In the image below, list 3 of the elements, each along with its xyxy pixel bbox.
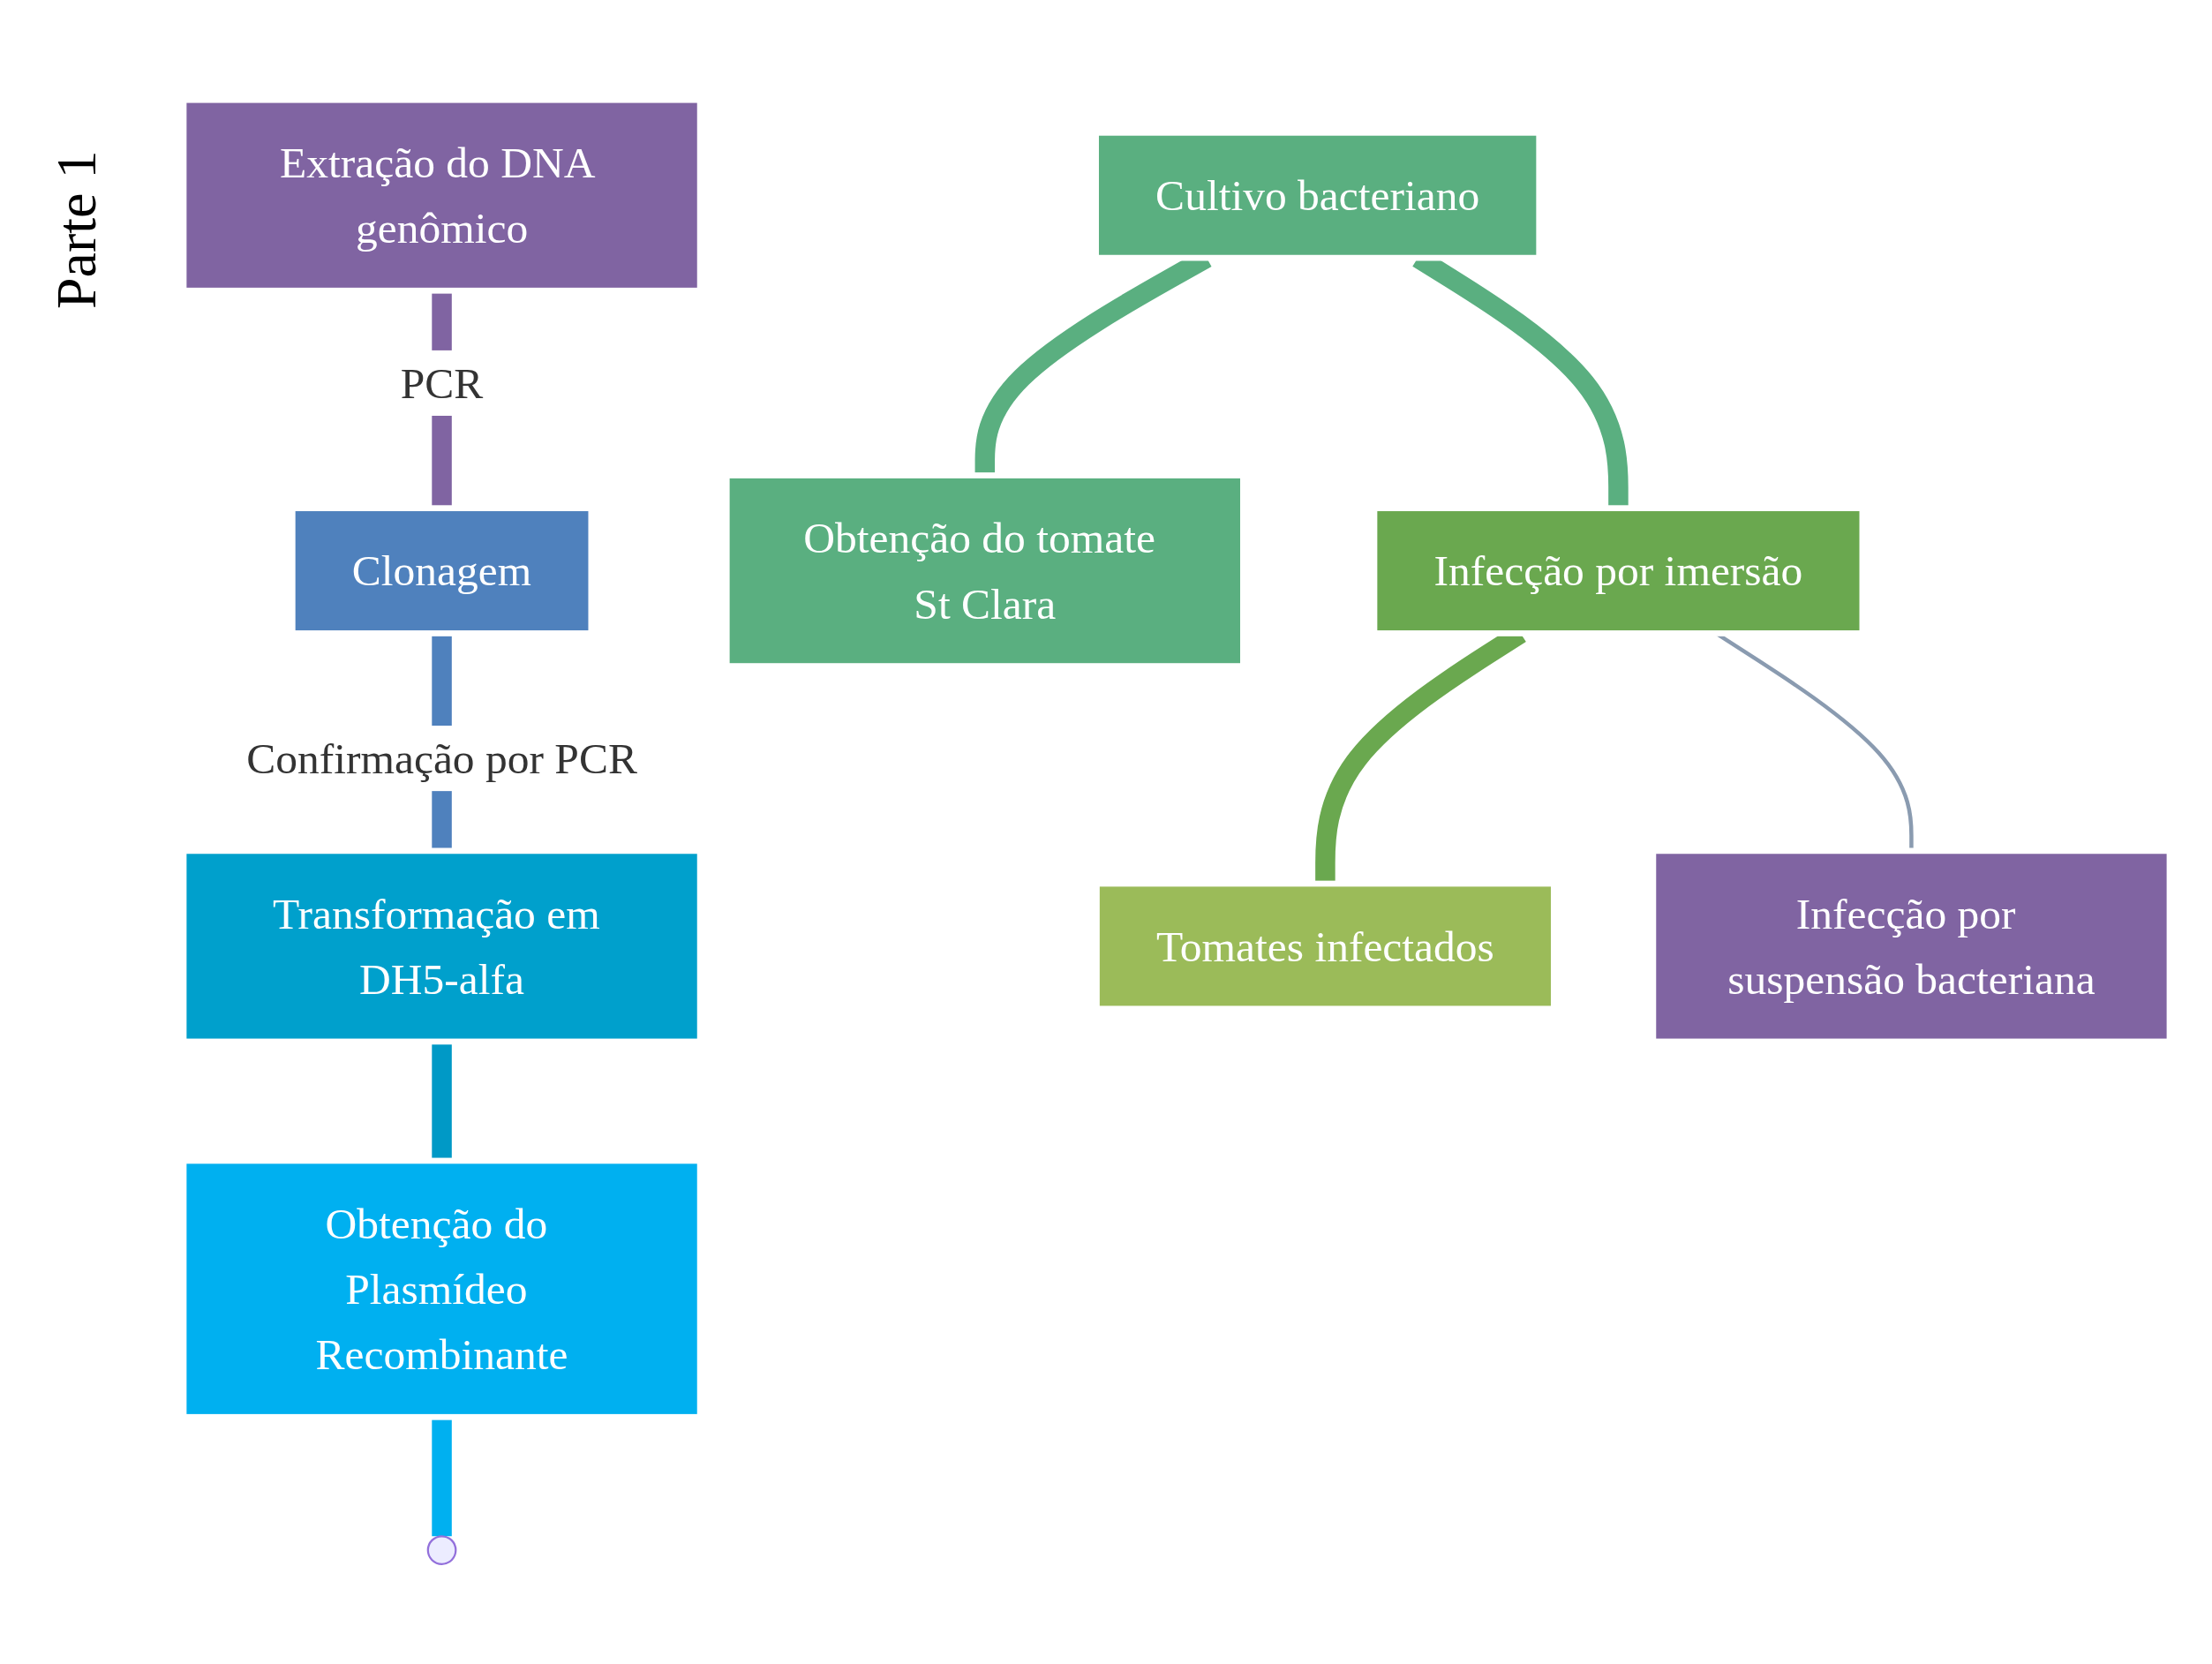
- section-label: Parte 1: [44, 150, 109, 309]
- edge-label: Confirmação por PCR: [246, 734, 637, 784]
- edge-label: PCR: [400, 358, 484, 409]
